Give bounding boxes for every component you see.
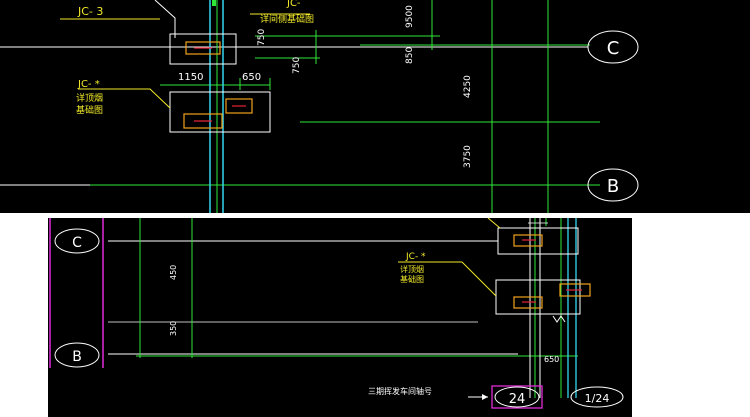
footing-jc3-pedestal [185,41,221,55]
bottom-drawing-panel: C B 450 350 JC- * 详顶烟 基础图 650 三 [48,218,632,417]
axis-bubble-c [54,228,100,254]
break-symbol [552,315,566,323]
axis-bubble-1-24 [570,386,624,408]
axis-bubble-b [54,342,100,368]
leader-line [487,218,501,229]
note-axis: 三期挥发车间轴号 [368,386,432,396]
footing-jcx-outline [169,91,271,133]
dim-850: 850 [405,47,415,64]
dim-650: 650 [242,72,261,83]
axis-label-24: 24 [509,392,526,407]
axis-bubble-b [587,168,639,202]
label-detail-left-1: 详顶烟 [76,92,103,104]
label-jc: JC- * [405,252,426,262]
dim-350v: 350 [169,321,178,336]
axis-label-b: B [72,349,82,365]
dim-4250: 4250 [463,75,473,98]
bottom-drawing-canvas: C B 450 350 JC- * 详顶烟 基础图 650 三 [49,218,624,409]
label-jc-top: JC- [286,0,301,9]
label-detail-1: 详顶烟 [400,264,424,274]
label-detail-top: 详间侧基础图 [260,13,314,25]
footing-lower-pedestal-upper [559,283,591,297]
axis-bubble-c [587,30,639,64]
footing-lower-outline [495,279,581,315]
dim-9500: 9500 [405,5,415,28]
leader-line [154,0,176,38]
note-arrow-icon [482,394,488,400]
footing-upper-pedestal [513,234,543,247]
top-drawing-panel: JC- 3 JC- 详间侧基础图 JC- * 详顶烟 基础图 1150 650 … [0,0,750,213]
footing-lower-pedestal-lower [513,296,543,309]
dim-450v: 450 [169,265,178,280]
dim-750b: 750 [292,57,302,74]
label-jc3: JC- 3 [77,5,103,18]
jcx-leader [461,261,497,297]
dim-1150: 1150 [178,72,203,83]
axis-label-c: C [607,38,620,59]
axis-label-b: B [607,176,619,197]
footing-jcx-pedestal-upper [225,98,253,114]
footing-jc3-outline [169,33,237,65]
dim-3750: 3750 [463,145,473,168]
label-detail-2: 基础图 [400,274,424,284]
label-jc-left: JC- * [77,79,100,90]
footing-upper-outline [497,227,579,255]
footing-jcx-pedestal-lower [183,113,223,129]
top-drawing-canvas: JC- 3 JC- 详间侧基础图 JC- * 详顶烟 基础图 1150 650 … [0,0,639,213]
label-detail-left-2: 基础图 [76,104,103,116]
axis-label-1-24: 1/24 [585,392,610,405]
dim-650: 650 [544,355,559,364]
axis-24-highlight [491,385,543,409]
axis-label-c: C [72,235,82,251]
axis-bubble-24 [494,386,540,408]
dim-750a: 750 [257,29,267,46]
jcx-leader [78,88,171,109]
